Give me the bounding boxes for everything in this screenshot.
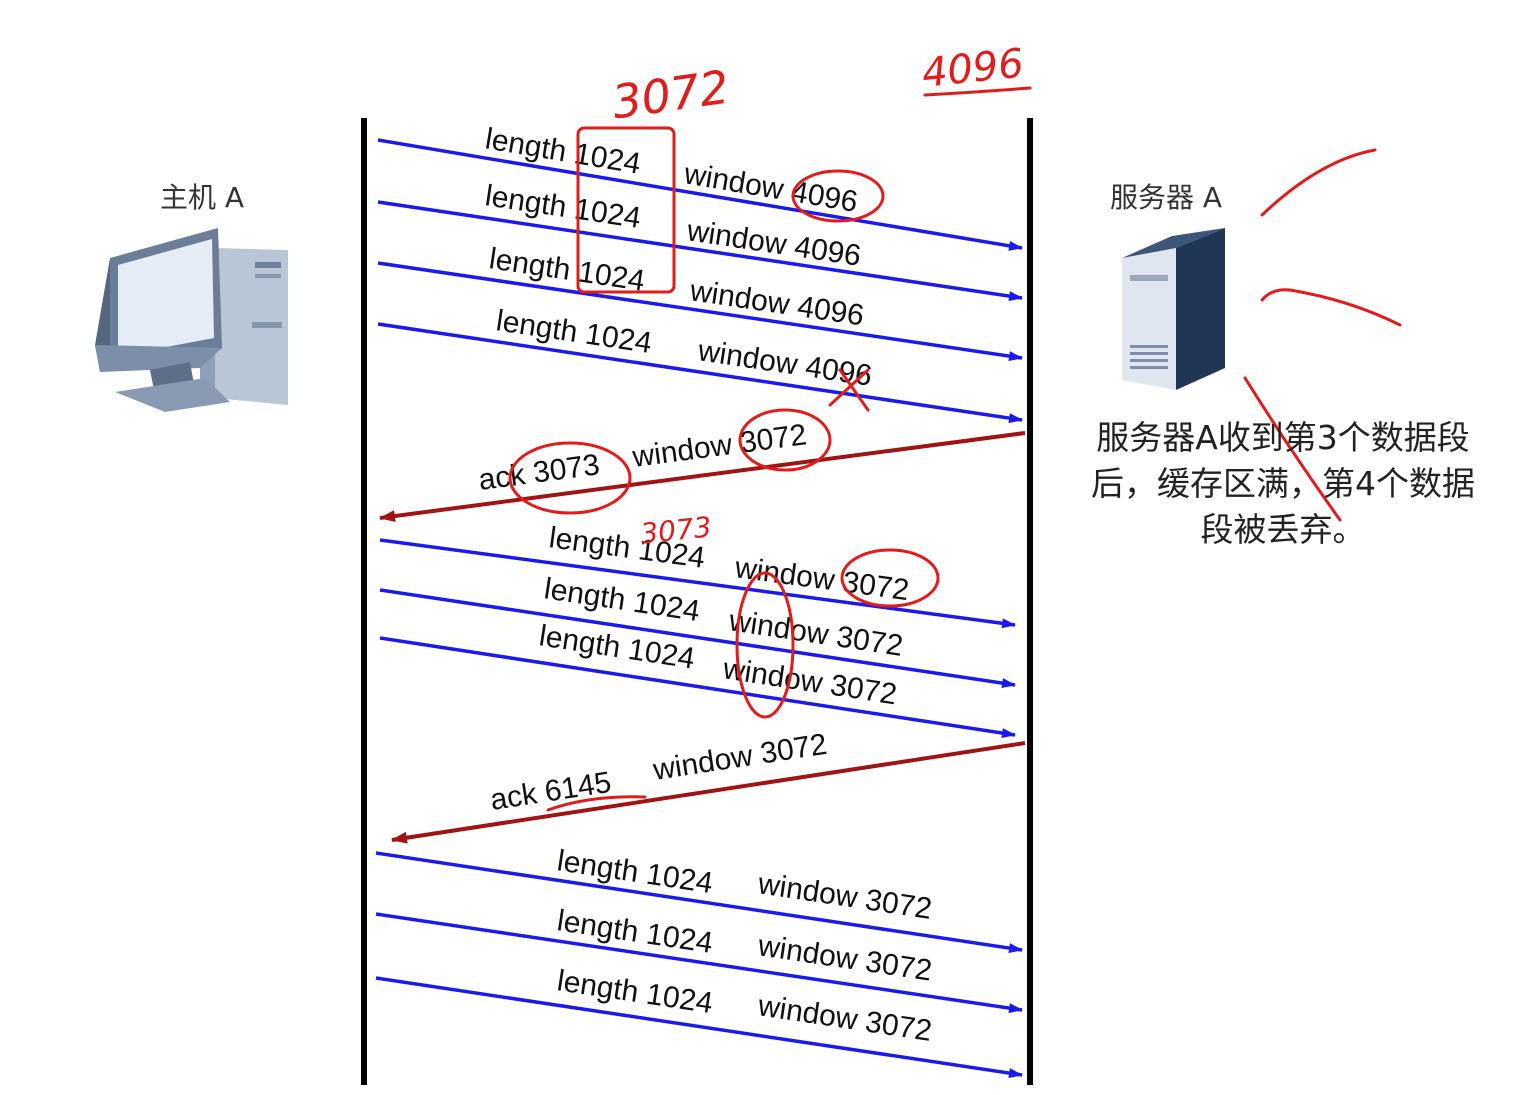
data-segment-arrow	[375, 976, 1023, 1079]
message-label-secondary: window 4096	[684, 214, 863, 273]
data-segment-arrow	[379, 538, 1016, 629]
data-segment-arrow	[375, 912, 1023, 1014]
annotation-number: 3072	[609, 60, 732, 130]
message-label-secondary: window 3072	[755, 867, 934, 926]
ack-arrow	[379, 431, 1026, 522]
message-label-primary: length 1024	[483, 179, 643, 235]
annotation-circle	[791, 169, 885, 223]
annotation-number: 4096	[920, 41, 1026, 97]
data-segment-arrow	[377, 138, 1023, 251]
data-segment-arrow	[375, 851, 1023, 954]
annotation-circle	[840, 548, 940, 608]
data-segment-arrow	[379, 588, 1016, 689]
server-icon	[1122, 228, 1225, 390]
annotation-underline	[546, 795, 647, 812]
annotation-circle	[508, 441, 632, 515]
annotation-box	[576, 126, 676, 294]
message-label-secondary: window 3072	[755, 929, 934, 988]
server-note: 服务器A收到第3个数据段后，缓存区满，第4个数据段被丢弃。	[1091, 418, 1475, 549]
annotation-mark	[1260, 148, 1377, 217]
annotation-mark	[1260, 288, 1402, 327]
message-arrows	[375, 138, 1026, 1079]
message-label-secondary: window 4096	[681, 157, 860, 219]
annotation-circle	[735, 571, 795, 719]
annotation-strike	[828, 368, 870, 407]
annotation-mark	[1243, 376, 1342, 522]
annotation-strike	[838, 368, 870, 412]
ack-arrow	[391, 741, 1026, 844]
message-label-primary: length 1024	[555, 964, 715, 1020]
data-segment-arrow	[377, 200, 1023, 302]
annotation-mark	[923, 86, 1032, 97]
computer-icon	[95, 228, 288, 412]
host-label: 主机 A	[160, 181, 245, 214]
annotation-circle	[738, 408, 832, 472]
annotation-number: 3073	[639, 510, 713, 550]
data-segment-arrow	[377, 261, 1023, 362]
data-segment-arrow	[377, 322, 1023, 424]
message-label-secondary: window 4096	[687, 274, 866, 332]
data-segment-arrow	[379, 636, 1016, 738]
handwritten-annotations	[508, 86, 1402, 812]
server-label: 服务器 A	[1110, 181, 1223, 214]
